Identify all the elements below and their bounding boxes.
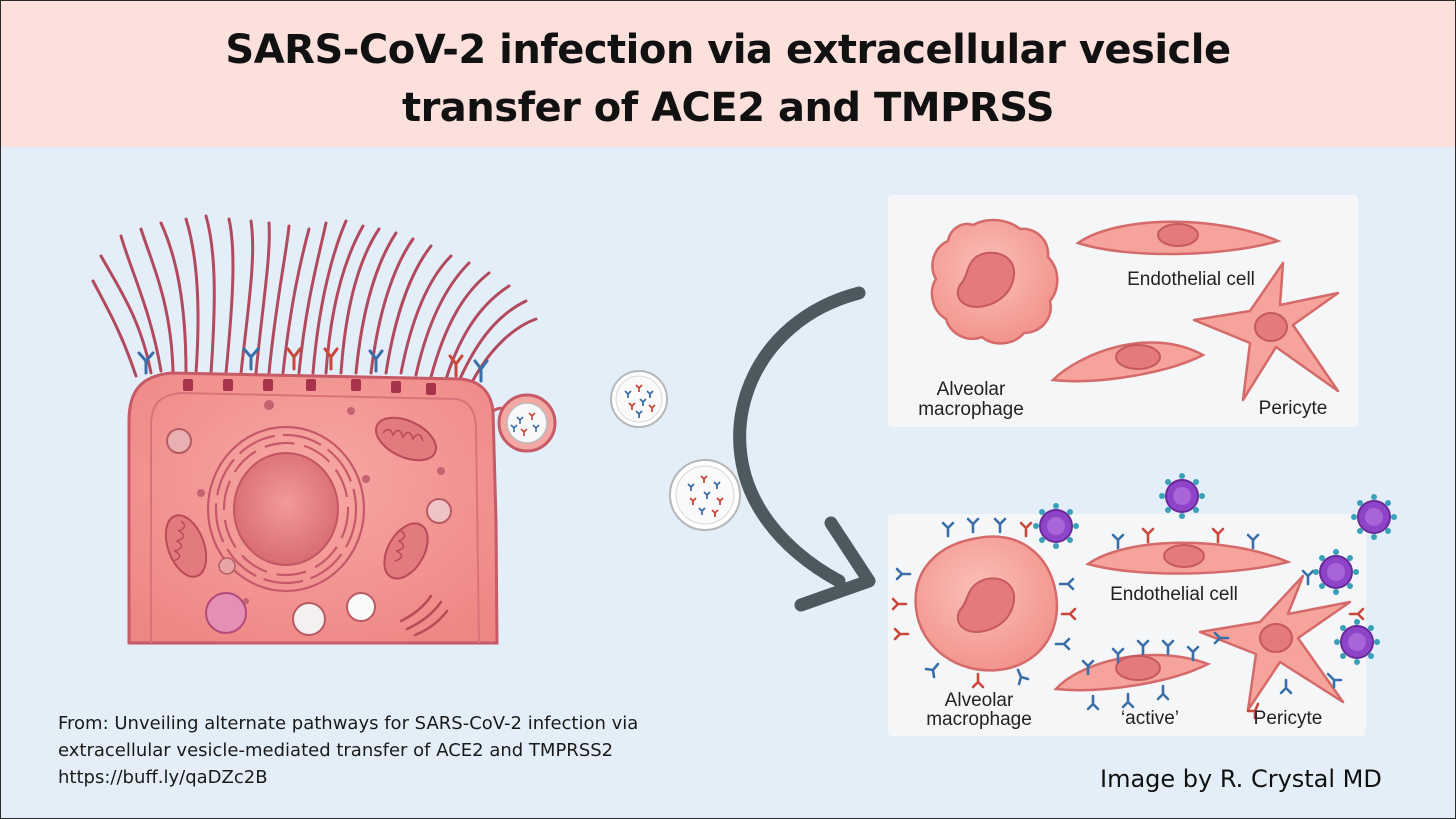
nucleus bbox=[234, 453, 338, 565]
label-endothelial-cell-bottom: Endothelial cell bbox=[1074, 584, 1274, 605]
label-macrophage-top: macrophage bbox=[906, 399, 1036, 420]
label-pericyte-top: Pericyte bbox=[1243, 398, 1343, 419]
extracellular-vesicle-1 bbox=[609, 369, 669, 429]
label-pericyte-bottom: Pericyte bbox=[1238, 708, 1338, 729]
label-macrophage-bottom: macrophage bbox=[914, 709, 1044, 730]
citation-line-2: extracellular vesicle-mediated transfer … bbox=[58, 737, 638, 764]
image-credit: Image by R. Crystal MD bbox=[1100, 765, 1382, 793]
label-endothelial-cell-top: Endothelial cell bbox=[1091, 269, 1291, 290]
label-active: ‘active’ bbox=[1100, 708, 1200, 729]
panel-active-cells: Endothelial cell Alveolar macrophage ‘ac… bbox=[888, 514, 1366, 736]
label-alveolar-top: Alveolar bbox=[906, 379, 1036, 400]
label-alveolar-bottom: Alveolar bbox=[914, 690, 1044, 711]
citation-line-1: From: Unveiling alternate pathways for S… bbox=[58, 710, 638, 737]
citation-block: From: Unveiling alternate pathways for S… bbox=[58, 710, 638, 791]
panel-native-cells: Endothelial cell Alveolar macrophage Per… bbox=[888, 195, 1358, 427]
cilia bbox=[93, 216, 536, 384]
citation-link[interactable]: https://buff.ly/qaDZc2B bbox=[58, 764, 638, 791]
